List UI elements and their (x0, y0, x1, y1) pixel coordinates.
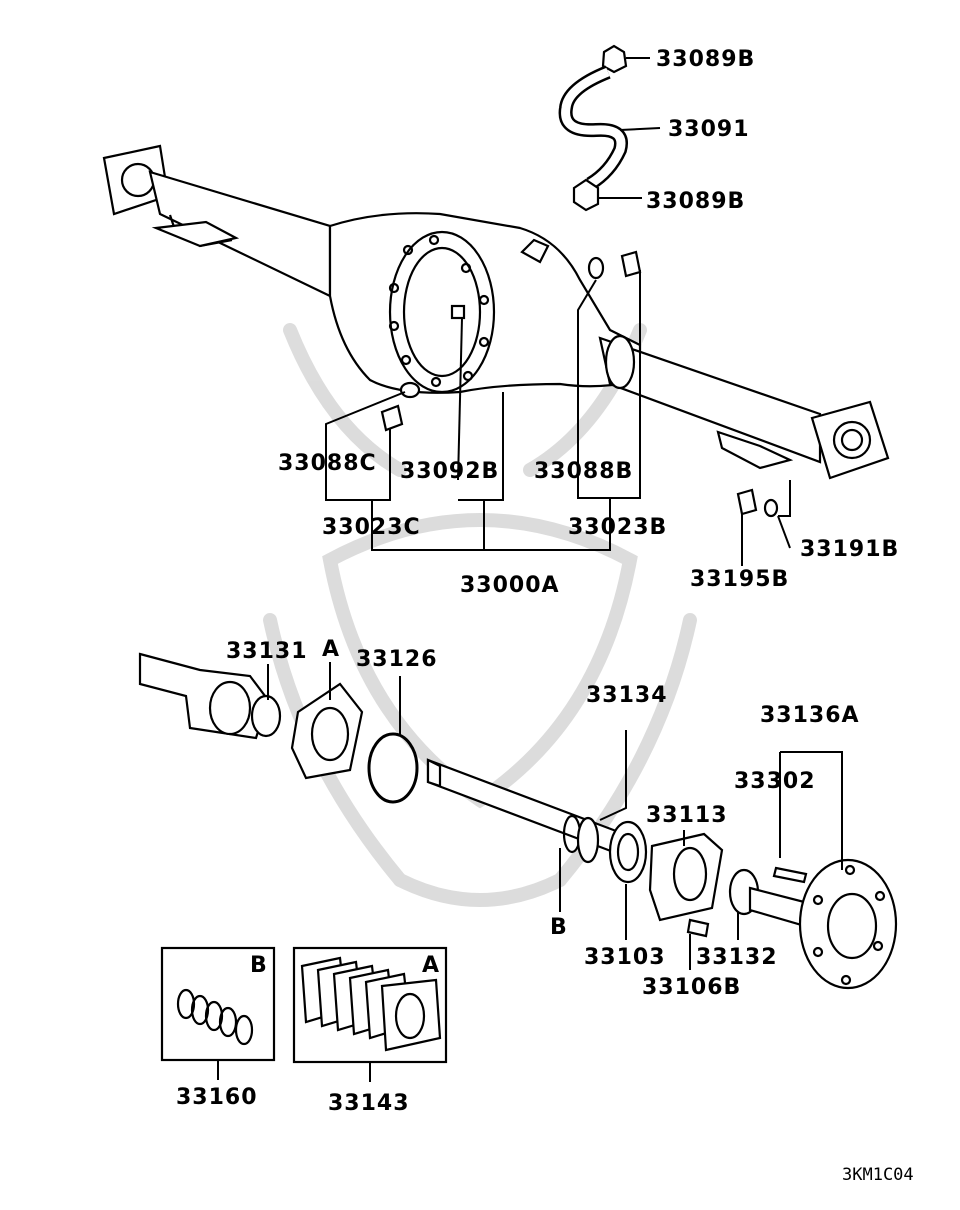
washer-33191B (763, 498, 779, 518)
label-B-snapring: B (550, 915, 568, 940)
label-33103: 33103 (584, 945, 666, 970)
breather-cap-top (601, 44, 628, 74)
label-33136A: 33136A (760, 703, 860, 728)
label-33160: 33160 (176, 1085, 258, 1110)
o-ring-33126 (367, 732, 419, 804)
vent-plug (450, 304, 466, 320)
label-33302: 33302 (734, 769, 816, 794)
label-33134: 33134 (586, 683, 668, 708)
diagram-code: 3KM1C04 (842, 1165, 914, 1185)
label-33126: 33126 (356, 647, 438, 672)
label-33132: 33132 (696, 945, 778, 970)
plug-33023B (620, 250, 642, 278)
label-box-A: A (422, 953, 440, 978)
bolt-33106B (686, 918, 710, 938)
kit-box-snap-rings (160, 946, 276, 1062)
part-labels: 33089B 33091 33089B 33088C 33092B 33088B… (176, 47, 914, 1185)
label-33000A: 33000A (460, 573, 560, 598)
label-33023C: 33023C (322, 515, 421, 540)
label-33089B-top: 33089B (656, 47, 755, 72)
right-axle-flange (810, 400, 890, 480)
axle-shaft-assembly (138, 652, 898, 990)
hub-bolts (812, 864, 886, 986)
label-33023B: 33023B (568, 515, 667, 540)
hub-bolt-33302 (772, 866, 808, 884)
label-33091: 33091 (668, 117, 750, 142)
label-33191B: 33191B (800, 537, 899, 562)
label-33131: 33131 (226, 639, 308, 664)
bearing-33103 (608, 820, 648, 884)
breather-hose-assembly (558, 44, 628, 212)
label-33106B: 33106B (642, 975, 741, 1000)
right-spring-seat (716, 430, 794, 470)
watermark-emblem (263, 323, 697, 907)
gasket-33088C (399, 381, 421, 399)
kit-box-gaskets (292, 946, 448, 1064)
label-33113: 33113 (646, 803, 728, 828)
gasket-33088B (587, 256, 605, 280)
carrier-bolts (388, 234, 490, 388)
nut-33195B (736, 488, 758, 516)
oil-seal-33131 (250, 694, 282, 738)
breather-cap-bottom (572, 178, 600, 212)
label-box-B: B (250, 953, 268, 978)
label-33143: 33143 (328, 1091, 410, 1116)
label-33088C: 33088C (278, 451, 377, 476)
breather-fitting (520, 238, 550, 264)
left-spring-seat (151, 220, 240, 248)
axle-housing (102, 144, 890, 480)
plug-33023C (380, 404, 404, 432)
label-33089B-bottom: 33089B (646, 189, 745, 214)
leader-lines-lower (217, 662, 843, 1082)
differential-cover-ring (388, 230, 496, 394)
label-A-gasket: A (322, 637, 340, 662)
bearing-retainer-33134 (576, 816, 600, 864)
label-33088B: 33088B (534, 459, 633, 484)
leader-lines-upper (325, 57, 791, 566)
label-33092B: 33092B (400, 459, 499, 484)
hub-flange-33136A (798, 858, 898, 990)
label-33195B: 33195B (690, 567, 789, 592)
gasket-A (290, 682, 364, 780)
bearing-case-33113 (648, 832, 724, 922)
